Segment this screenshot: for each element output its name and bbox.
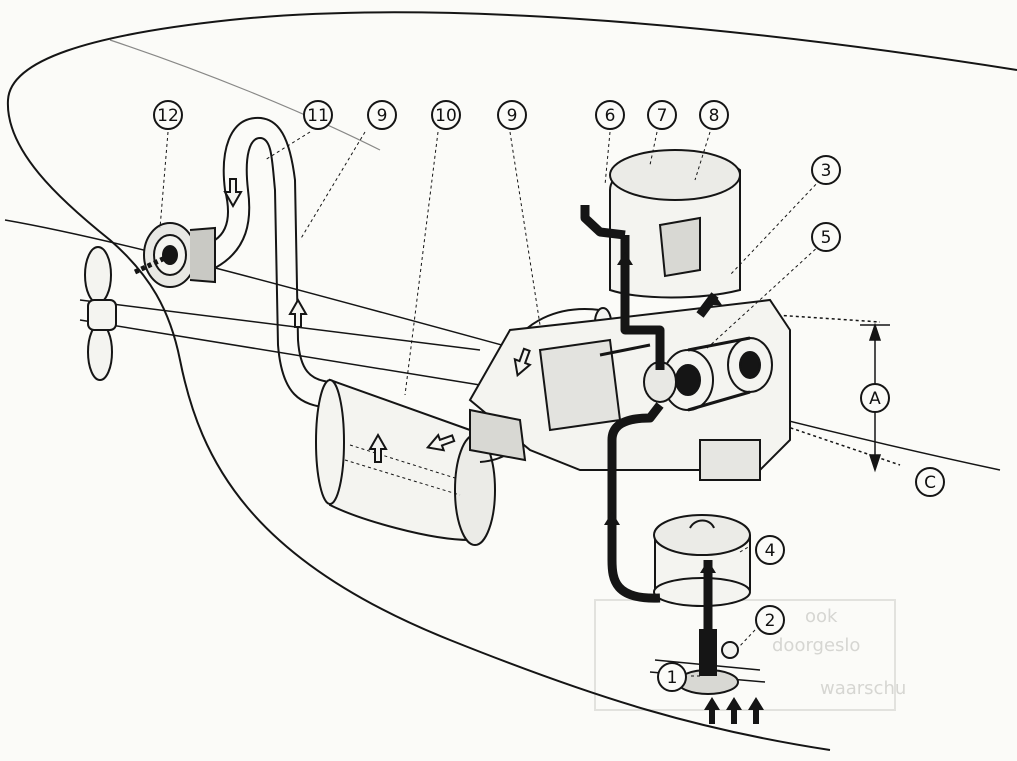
bleed-box: [594, 599, 896, 711]
exhaust-outlet-icon: [133, 222, 216, 288]
svg-text:10: 10: [435, 106, 457, 126]
bleed-line-2: doorgeslo: [772, 635, 860, 656]
svg-text:4: 4: [765, 541, 776, 561]
svg-text:C: C: [924, 473, 936, 493]
flow-arrow-icon: [223, 178, 532, 463]
callout-9-right: 9: [497, 100, 527, 130]
svg-text:12: 12: [157, 106, 179, 126]
svg-text:1: 1: [667, 668, 678, 688]
svg-text:3: 3: [821, 161, 832, 181]
callout-9-left: 9: [367, 100, 397, 130]
callout-6: 6: [595, 100, 625, 130]
bleed-through-text: ook doorgeslo waarschu: [594, 599, 906, 711]
exhaust-hose: [214, 116, 331, 409]
callout-8: 8: [699, 100, 729, 130]
svg-text:5: 5: [821, 228, 832, 248]
bleed-line-3: waarschu: [820, 678, 906, 699]
svg-text:11: 11: [307, 106, 329, 126]
callout-12: 12: [153, 100, 183, 130]
svg-text:A: A: [869, 389, 881, 409]
callout-3: 3: [811, 155, 841, 185]
leader-lines: [159, 131, 821, 677]
callout-7: 7: [647, 100, 677, 130]
bleed-line-1: ook: [805, 606, 838, 627]
svg-text:8: 8: [709, 106, 720, 126]
callout-5: 5: [811, 222, 841, 252]
callout-2: 2: [755, 605, 785, 635]
heat-exchanger-icon: [609, 149, 741, 299]
callout-1: 1: [657, 662, 687, 692]
svg-text:9: 9: [377, 106, 388, 126]
muffler-icon: [315, 378, 496, 546]
callout-10: 10: [431, 100, 461, 130]
propeller-icon: [84, 246, 117, 381]
callout-4: 4: [755, 535, 785, 565]
engine-icon: [468, 298, 791, 481]
callout-11: 11: [303, 100, 333, 130]
callout-c: C: [915, 467, 945, 497]
svg-text:7: 7: [657, 106, 668, 126]
svg-text:6: 6: [605, 106, 616, 126]
inlet-arrows: [604, 252, 764, 724]
svg-text:9: 9: [507, 106, 518, 126]
strainer-icon: [653, 514, 751, 607]
svg-text:2: 2: [765, 611, 776, 631]
callout-a: A: [860, 383, 890, 413]
